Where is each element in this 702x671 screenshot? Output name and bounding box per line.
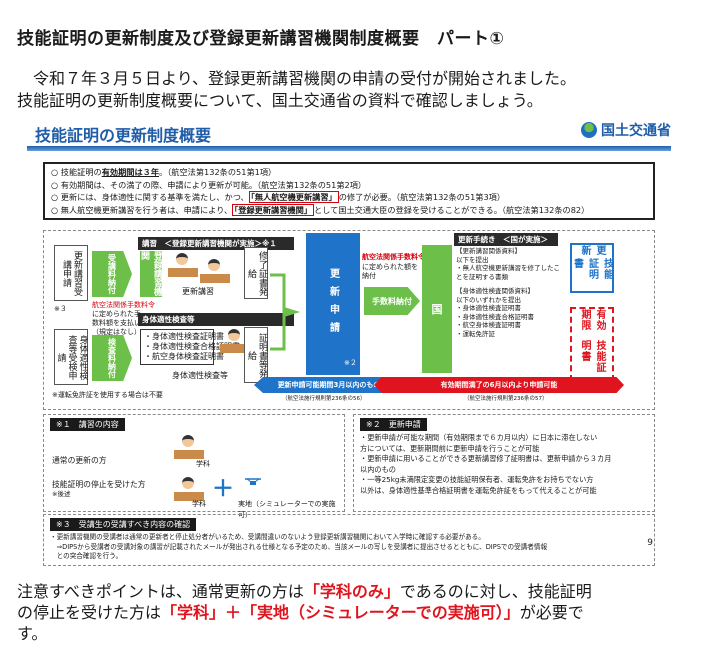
closing-segment: が必要で <box>519 603 584 622</box>
flow-connector <box>270 273 300 351</box>
note2-head: ※２ 更新申請 <box>360 418 427 431</box>
lecture-person-icon <box>174 477 204 501</box>
period-red-sub: （航空法施行規則第236条の57） <box>464 396 548 402</box>
institution-label: 登録講習機関 <box>139 251 162 297</box>
note1-row2-label: 技能証明の停止を受けた方 <box>52 480 146 489</box>
figure-title: 技能証明の更新制度概要 <box>35 126 212 145</box>
note2-body: ・更新申請が可能な期間（有効期限まで６カ月以内）に日本に滞在しない 方については… <box>360 433 612 495</box>
fee-payment-arrow: 手数料納付 <box>364 287 420 315</box>
health-person-icon <box>220 329 250 353</box>
ministry-name: 国土交通省 <box>601 123 671 139</box>
ministry-mark-icon <box>581 122 597 138</box>
license-note: ※運転免許証を使用する場合は不要 <box>52 391 163 399</box>
note3-head: ※３ 受講生の受講すべき内容の確認 <box>50 518 197 531</box>
summary-item: 更新には、身体適性に関する基準を満たし、かつ、「無人航空機更新講習」の修了が必要… <box>51 191 647 204</box>
closing-segment: す。 <box>17 624 48 643</box>
health-items-box: ・身体適性検査証明書 ・身体適性検査合格証明書 ・航空身体検査証明書 <box>140 329 240 365</box>
closing-segment: 注意すべきポイントは、通常更新の方は <box>17 582 304 601</box>
course-fee-arrow: 受講料納付 <box>92 251 132 297</box>
expire-label: 有効期限 <box>579 309 605 331</box>
country-column: 国 <box>422 245 452 373</box>
closing-segment: の停止を受けた方は <box>17 603 162 622</box>
note3-body: ・更新講習機関の受講者は通常の更新者と停止処分者がいるため、受講間違いのないよう… <box>50 533 548 560</box>
applicant-health-box: 身体適性検査等受検申請 <box>54 329 88 385</box>
apply-ref: ※２ <box>344 359 357 367</box>
note-ref-3: ※３ <box>54 305 67 313</box>
renewal-system-figure: 技能証明の更新制度概要 国土交通省 技能証明の有効期間は３年。（航空法第132条… <box>17 118 681 572</box>
fee-note-body: に定められた手数料額を支払い（規定はなし） <box>92 310 141 336</box>
summary-item: 無人航空機更新講習を行う者は、申請により、「登録更新講習機関」として国土交通大臣… <box>51 203 647 217</box>
health-fee-arrow: 検査料納付 <box>92 335 132 381</box>
applicant-course-box: 更新講習受講申請 <box>54 245 88 301</box>
expiring-license-label: 技能証明書 <box>579 340 605 374</box>
drone-icon <box>245 478 261 485</box>
intro-line-1: 令和７年３月５日より、登録更新講習機関の申請の受付が開始されました。 <box>33 69 577 88</box>
course-person-icon <box>200 259 230 283</box>
note1-row2-sub: ※後述 <box>52 490 71 498</box>
note1-row1-label: 通常の更新の方 <box>52 456 107 465</box>
title-rule <box>27 146 671 151</box>
period-arrow-red: 有効期間満了の6月以内より申請可能 <box>374 377 624 393</box>
intro-line-2: 技能証明の更新制度概要について、国土交通省の資料で確認しましょう。 <box>17 91 543 110</box>
closing-emphasis: 「学科のみ」 <box>303 582 400 601</box>
course-person-label: 更新講習 <box>182 287 214 296</box>
note1-head: ※１ 講習の内容 <box>50 418 125 431</box>
period-arrow-blue: 更新申請可能期間3月以内のもの <box>254 377 404 393</box>
course-person-icon <box>168 253 198 277</box>
procedure-band: 更新手続き ＜国が実施＞ <box>454 233 558 246</box>
renewal-flow-diagram: 更新講習受講申請 身体適性検査等受検申請 受講料納付 検査料納付 航空法関係手数… <box>43 230 655 410</box>
health-band: 身体適性検査等 <box>138 313 294 326</box>
period-blue-sub: （航空法施行規則第236条の56） <box>282 396 366 402</box>
closing-emphasis: 「学科」＋「実地（シミュレーターでの実施可）」 <box>161 603 520 622</box>
closing-text: 注意すべきポイントは、通常更新の方は「学科のみ」であるのに対し、技能証明 の停止… <box>17 581 693 644</box>
fee-regulation-body: に定められた額を納付 <box>362 263 418 280</box>
renewal-application-column: 更新申請 <box>306 233 360 375</box>
note1-row2-tag: 学科 <box>192 500 206 508</box>
note-course-content: ※１ 講習の内容 通常の更新の方 学科 技能証明の停止を受けた方 ※後述 学科 … <box>43 414 345 519</box>
intro-text: 令和７年３月５日より、登録更新講習機関の申請の受付が開始されました。 技能証明の… <box>17 68 697 112</box>
summary-box: 技能証明の有効期間は３年。（航空法第132条の51第1項） 有効期間は、その満了… <box>43 162 655 220</box>
health-person-label: 身体適性検査等 <box>172 371 228 380</box>
course-cert-box: 修了証書発給 <box>244 247 268 299</box>
note-content-check: ※３ 受講生の受講すべき内容の確認 ・更新講習機関の受講者は通常の更新者と停止処… <box>43 514 655 566</box>
required-documents: 【更新講習関係資料】 以下を提出 ・無人航空機更新講習を修了したことを証明する書… <box>456 247 560 338</box>
fee-regulation-note: 航空法関係手数料令第15条 <box>362 253 449 261</box>
plus-sign: ＋ <box>212 477 235 502</box>
expiring-license-box: 有効期限 技能証明書 <box>570 307 614 381</box>
note1-row1-tag: 学科 <box>196 460 210 468</box>
summary-item: 有効期間は、その満了の際、申請により更新が可能。（航空法第132条の51第2項） <box>51 179 647 192</box>
renew-label: 更新 <box>579 245 605 256</box>
course-band: 講習 ＜登録更新講習機関が実施＞※１ <box>138 237 294 250</box>
renewed-license-box: 更新 技能証明書 <box>570 243 614 293</box>
fee-note: 航空法関係手数料令 <box>92 301 155 309</box>
closing-segment: であるのに対し、技能証明 <box>399 582 592 601</box>
page-title: 技能証明の更新制度及び登録更新講習機関制度概要 パート① <box>17 29 505 49</box>
note1-row2-tag2: 実地（シミュレーターでの実施可） <box>238 500 336 519</box>
slide-page-number: 9 <box>647 538 653 548</box>
renewed-license-label: 技能証明書 <box>571 258 613 281</box>
ministry-logo: 国土交通省 <box>581 120 671 140</box>
lecture-person-icon <box>174 435 204 459</box>
apply-col-label: 更新申請 <box>327 268 339 340</box>
health-cert-box: 証明書等発給 <box>244 327 268 383</box>
summary-item: 技能証明の有効期間は３年。（航空法第132条の51第1項） <box>51 166 647 179</box>
note-renewal-application: ※２ 更新申請 ・更新申請が可能な期間（有効期限まで６カ月以内）に日本に滞在しな… <box>353 414 655 512</box>
